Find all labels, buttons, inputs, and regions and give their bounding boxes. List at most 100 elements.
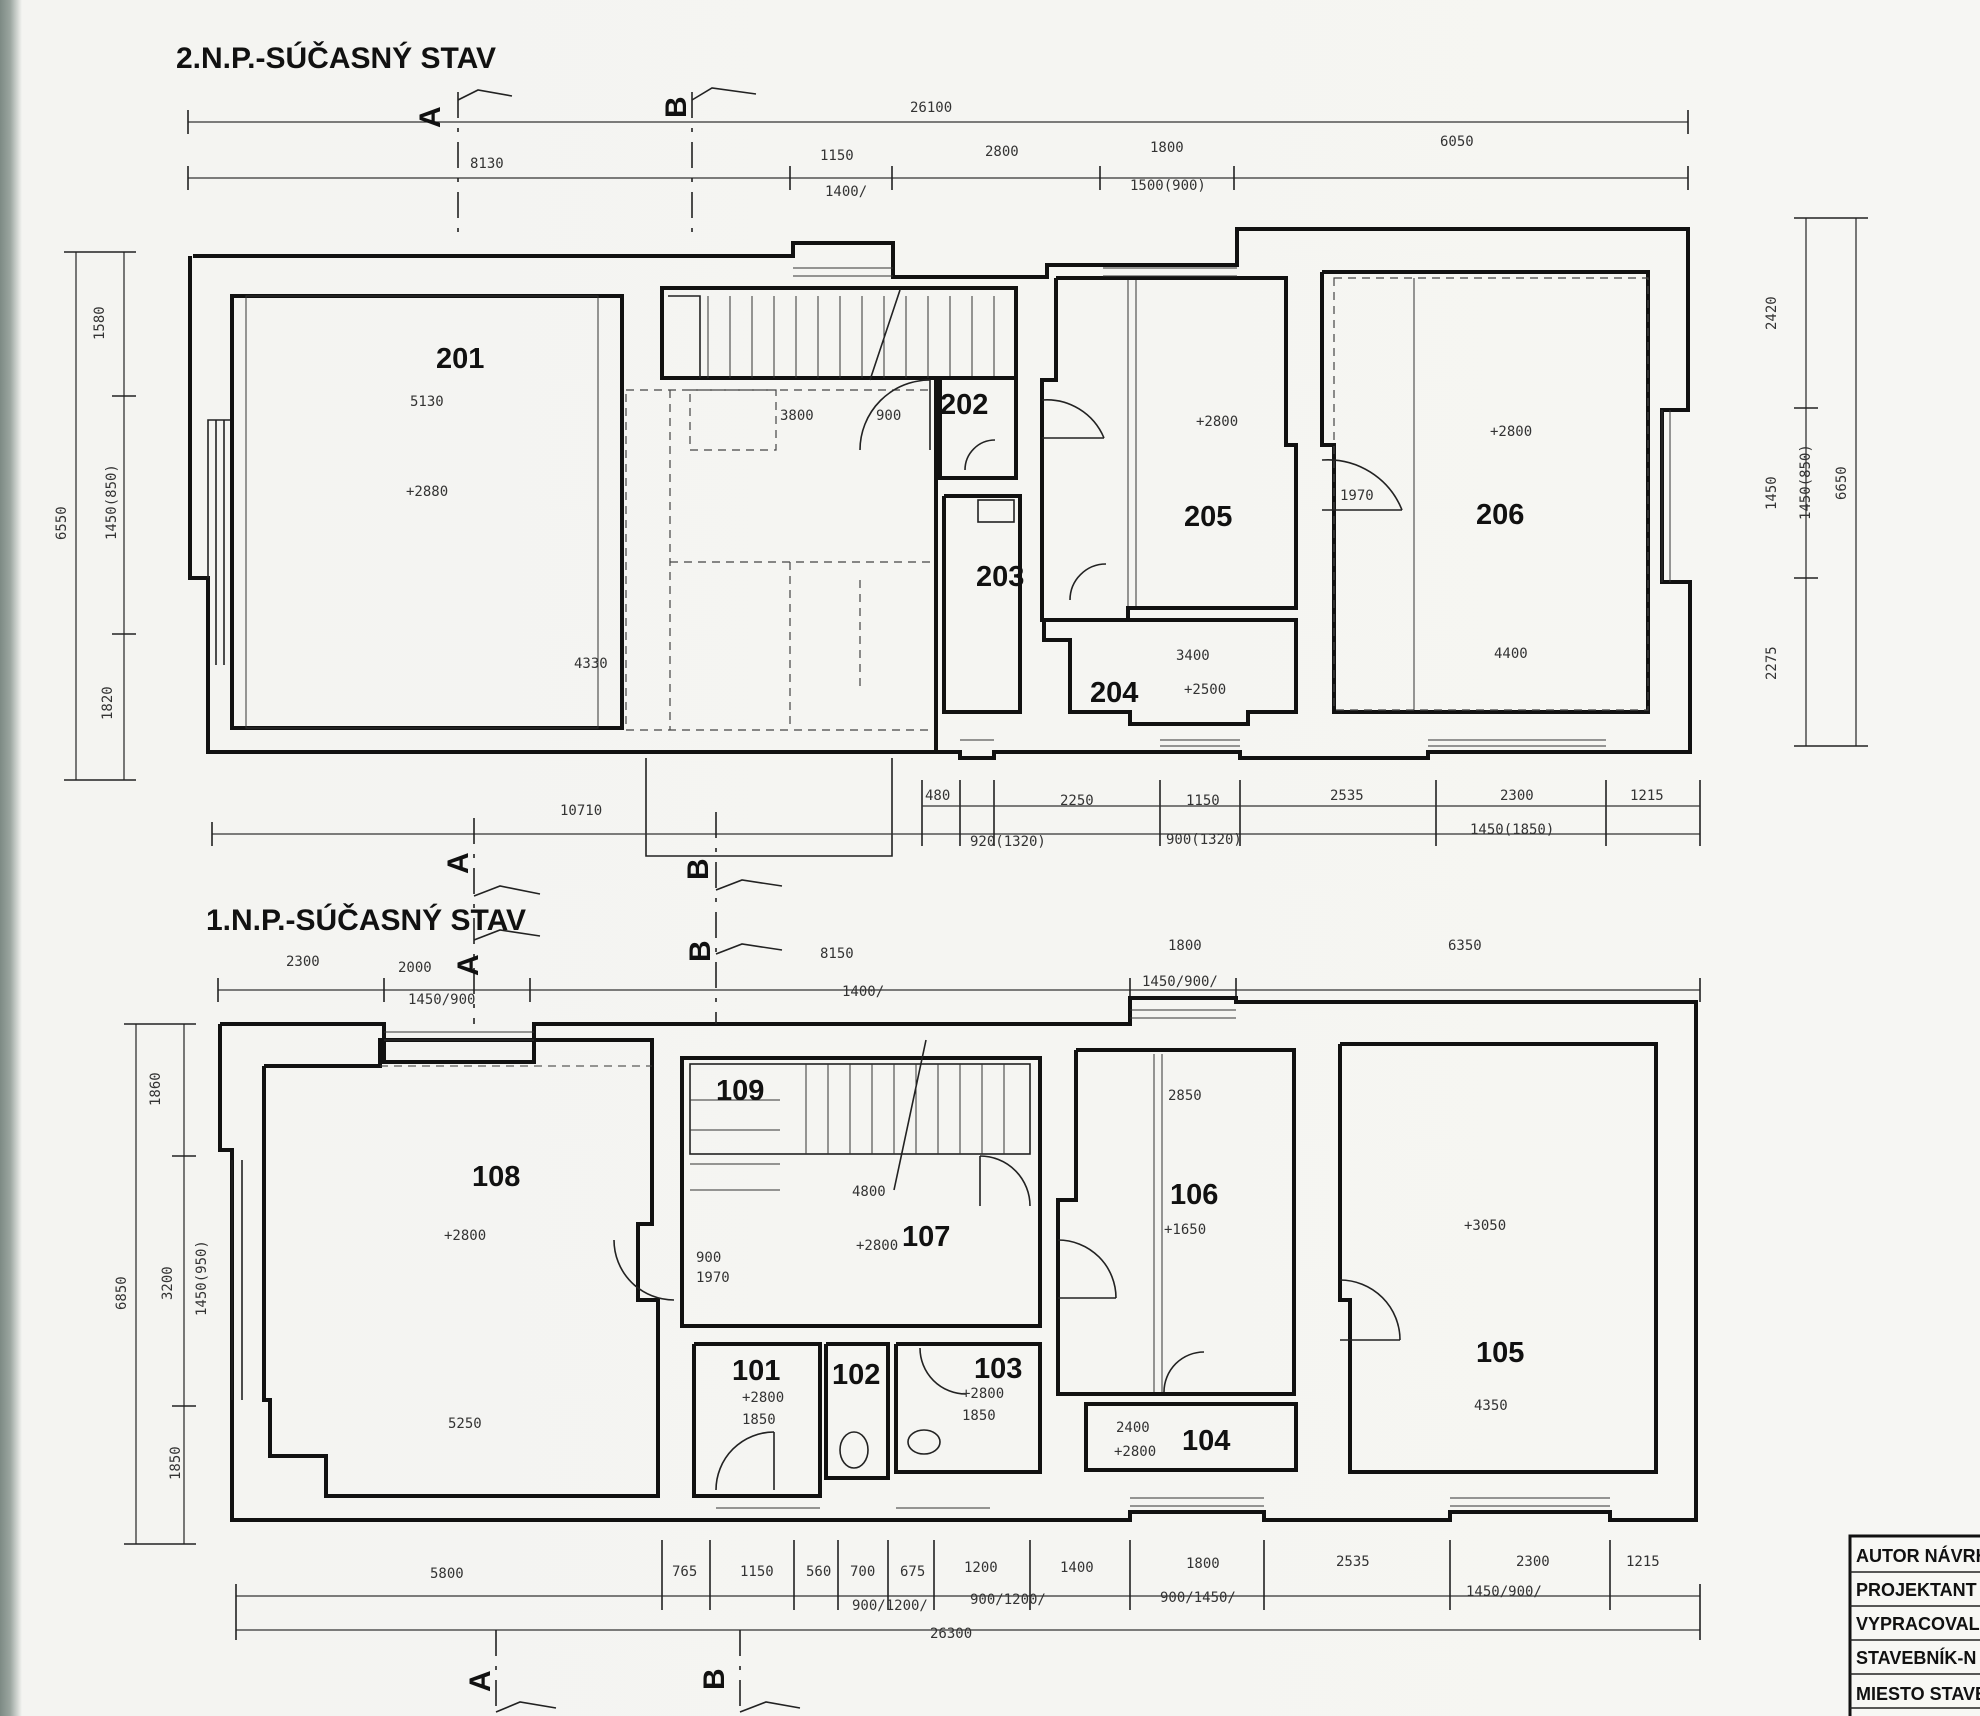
svg-text:2535: 2535 [1330, 788, 1364, 804]
svg-text:1450/900/: 1450/900/ [1142, 974, 1218, 990]
ground-windows [384, 1009, 1610, 1509]
svg-text:1820: 1820 [100, 686, 116, 720]
svg-text:1150: 1150 [740, 1564, 774, 1580]
svg-text:1860: 1860 [148, 1072, 164, 1106]
svg-text:26100: 26100 [910, 100, 952, 116]
title-block-row-3: VYPRACOVAL [1856, 1614, 1980, 1634]
room-201-label: 201 [436, 343, 484, 375]
svg-text:2850: 2850 [1168, 1088, 1202, 1104]
room-205-label: 205 [1184, 501, 1232, 533]
svg-text:10710: 10710 [560, 803, 602, 819]
svg-text:2400: 2400 [1116, 1420, 1150, 1436]
room-106-label: 106 [1170, 1179, 1218, 1211]
svg-text:2800: 2800 [985, 144, 1019, 160]
room-203-label: 203 [976, 561, 1024, 593]
svg-text:2250: 2250 [1060, 793, 1094, 809]
svg-text:+1650: +1650 [1164, 1222, 1206, 1238]
room-204-walls [1042, 618, 1298, 726]
svg-text:1970: 1970 [696, 1270, 730, 1286]
svg-text:6550: 6550 [54, 506, 70, 540]
svg-text:2535: 2535 [1336, 1554, 1370, 1570]
title-block-row-4: STAVEBNÍK-N [1856, 1647, 1976, 1668]
upper-stair-block [660, 286, 1018, 380]
svg-text:675: 675 [900, 1564, 925, 1580]
svg-text:1500(900): 1500(900) [1130, 178, 1206, 194]
svg-text:1800: 1800 [1186, 1556, 1220, 1572]
svg-text:2300: 2300 [1516, 1554, 1550, 1570]
svg-text:+2800: +2800 [856, 1238, 898, 1254]
upper-section-markers: A B [414, 87, 757, 240]
svg-text:B: B [660, 96, 693, 118]
svg-text:700: 700 [850, 1564, 875, 1580]
room-105-label: 105 [1476, 1337, 1524, 1369]
svg-text:+2800: +2800 [444, 1228, 486, 1244]
room-101-walls [692, 1342, 822, 1498]
upper-floor-title: 2.N.P.-SÚČASNÝ STAV [176, 41, 496, 75]
svg-text:1800: 1800 [1150, 140, 1184, 156]
svg-text:6850: 6850 [114, 1276, 130, 1310]
svg-text:4400: 4400 [1494, 646, 1528, 662]
room-104-label: 104 [1182, 1425, 1230, 1457]
ground-floor-title: 1.N.P.-SÚČASNÝ STAV [206, 903, 526, 937]
room-109-label: 109 [716, 1075, 764, 1107]
svg-text:900: 900 [696, 1250, 721, 1266]
svg-text:900/1200/: 900/1200/ [970, 1592, 1046, 1608]
svg-text:5130: 5130 [410, 394, 444, 410]
svg-text:5800: 5800 [430, 1566, 464, 1582]
room-107-walls [680, 1056, 1042, 1328]
ground-stair-treads [690, 1064, 1005, 1191]
upper-left-dimensions: 6550 1580 1450(850) 1820 [54, 251, 136, 781]
svg-text:900: 900 [876, 408, 901, 424]
svg-text:560: 560 [806, 1564, 831, 1580]
svg-text:4800: 4800 [852, 1184, 886, 1200]
svg-text:1450: 1450 [1764, 476, 1780, 510]
room-206-label: 206 [1476, 499, 1524, 531]
room-103-label: 103 [974, 1353, 1022, 1385]
svg-text:1200: 1200 [964, 1560, 998, 1576]
svg-text:+2500: +2500 [1184, 682, 1226, 698]
svg-text:480: 480 [925, 788, 950, 804]
svg-text:1150: 1150 [1186, 793, 1220, 809]
svg-text:+2800: +2800 [742, 1390, 784, 1406]
upper-floor-plan: 2.N.P.-SÚČASNÝ STAV 26100 8130 1150 2800… [54, 41, 1868, 857]
svg-text:+2800: +2800 [1196, 414, 1238, 430]
svg-text:3400: 3400 [1176, 648, 1210, 664]
svg-text:1450(850): 1450(850) [1798, 444, 1814, 520]
room-105-walls [1338, 1042, 1658, 1474]
title-block-row-5: MIESTO STAVB [1856, 1684, 1980, 1704]
svg-text:4350: 4350 [1474, 1398, 1508, 1414]
svg-text:1800: 1800 [1168, 938, 1202, 954]
room-203-walls [942, 494, 1022, 714]
svg-text:1215: 1215 [1630, 788, 1664, 804]
svg-text:A: A [414, 106, 447, 128]
upper-windows [793, 267, 1671, 747]
room-204-label: 204 [1090, 677, 1138, 709]
ground-left-dimensions: 1860 6850 3200 1450(950) 1850 [114, 1023, 210, 1545]
svg-text:1970: 1970 [1340, 488, 1374, 504]
upper-top-dimensions: 26100 8130 1150 2800 1800 6050 1400/ 150… [187, 100, 1689, 200]
svg-text:1580: 1580 [92, 306, 108, 340]
svg-text:2000: 2000 [398, 960, 432, 976]
title-block-row-1: AUTOR NÁVRH [1856, 1545, 1980, 1566]
svg-text:900/1200/: 900/1200/ [852, 1598, 928, 1614]
svg-text:B: B [698, 1668, 731, 1690]
ground-top-dimensions: 2300 2000 1450/900 8150 1400/ 1800 1450/… [217, 938, 1701, 1008]
svg-text:765: 765 [672, 1564, 697, 1580]
svg-text:A: A [464, 1670, 497, 1692]
svg-text:3200: 3200 [160, 1266, 176, 1300]
svg-text:+3050: +3050 [1464, 1218, 1506, 1234]
svg-text:1150: 1150 [820, 148, 854, 164]
svg-text:26300: 26300 [930, 1626, 972, 1642]
svg-text:1215: 1215 [1626, 1554, 1660, 1570]
svg-text:920(1320): 920(1320) [970, 834, 1046, 850]
svg-text:5250: 5250 [448, 1416, 482, 1432]
upper-outer-wall [188, 227, 1692, 760]
svg-text:6350: 6350 [1448, 938, 1482, 954]
svg-text:2300: 2300 [1500, 788, 1534, 804]
room-102-walls [824, 1342, 890, 1480]
svg-text:1450(1850): 1450(1850) [1470, 822, 1554, 838]
ground-bottom-dimensions: 5800 765 1150 560 700 675 1200 1400 1800… [235, 1540, 1701, 1642]
room-206-walls [1320, 270, 1650, 714]
